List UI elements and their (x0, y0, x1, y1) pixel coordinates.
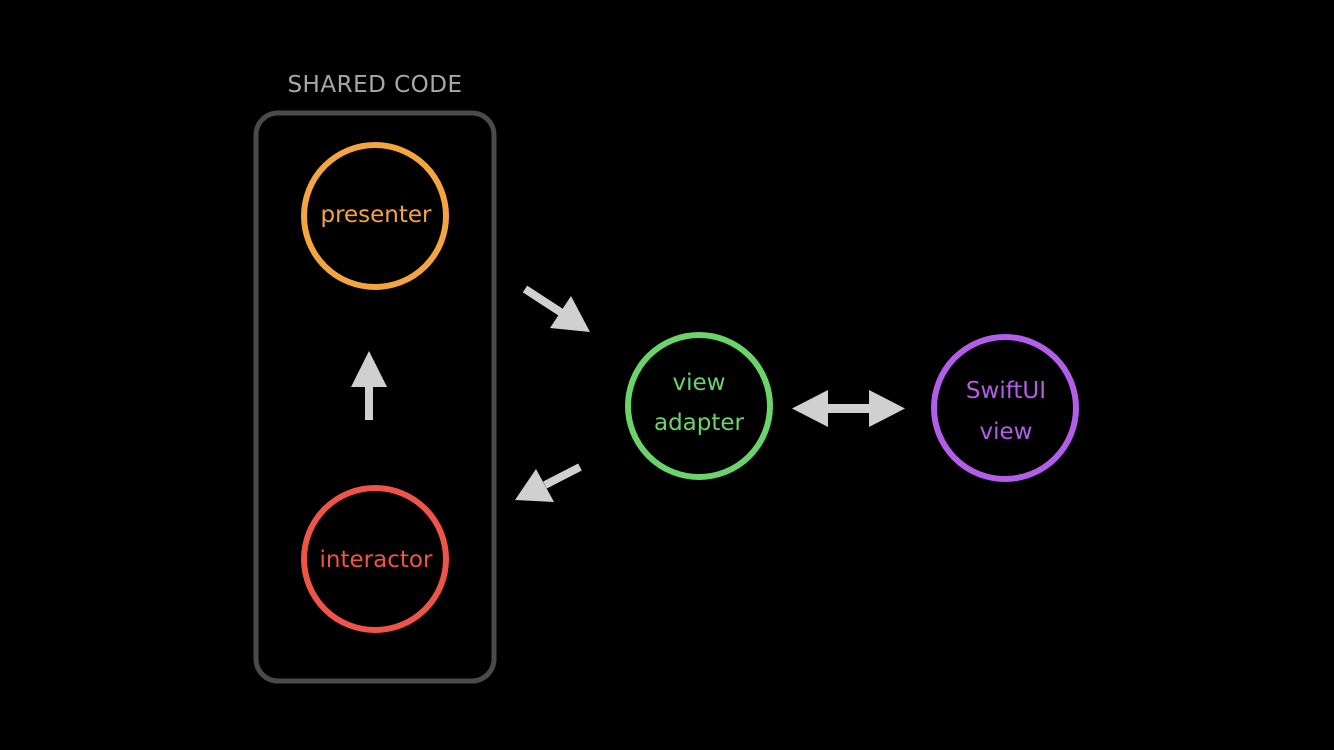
presenter-circle (301, 142, 449, 290)
view-adapter-label-line-2: adapter (654, 410, 745, 436)
presenter-node: presenter (301, 142, 449, 290)
arrow-interactor-to-presenter (351, 351, 387, 420)
view-adapter-node: view adapter (625, 332, 773, 480)
group-label: SHARED CODE (287, 72, 462, 98)
interactor-circle (301, 485, 449, 633)
arrow-view-adapter-swiftui-bidirectional (792, 390, 905, 427)
swiftui-view-node: SwiftUI view (931, 334, 1079, 482)
presenter-label: presenter (320, 202, 432, 228)
arrow-presenter-to-view-adapter (522, 285, 590, 332)
swiftui-view-circle (931, 334, 1079, 482)
swiftui-view-label-line-2: view (980, 419, 1033, 445)
swiftui-view-label-line-1: SwiftUI (966, 378, 1046, 404)
arrow-view-adapter-to-shared-code (515, 463, 582, 502)
view-adapter-circle (625, 332, 773, 480)
shared-code-group-box (253, 110, 497, 684)
interactor-node: interactor (301, 485, 449, 633)
view-adapter-label-line-1: view (673, 370, 726, 396)
interactor-label: interactor (320, 547, 433, 573)
